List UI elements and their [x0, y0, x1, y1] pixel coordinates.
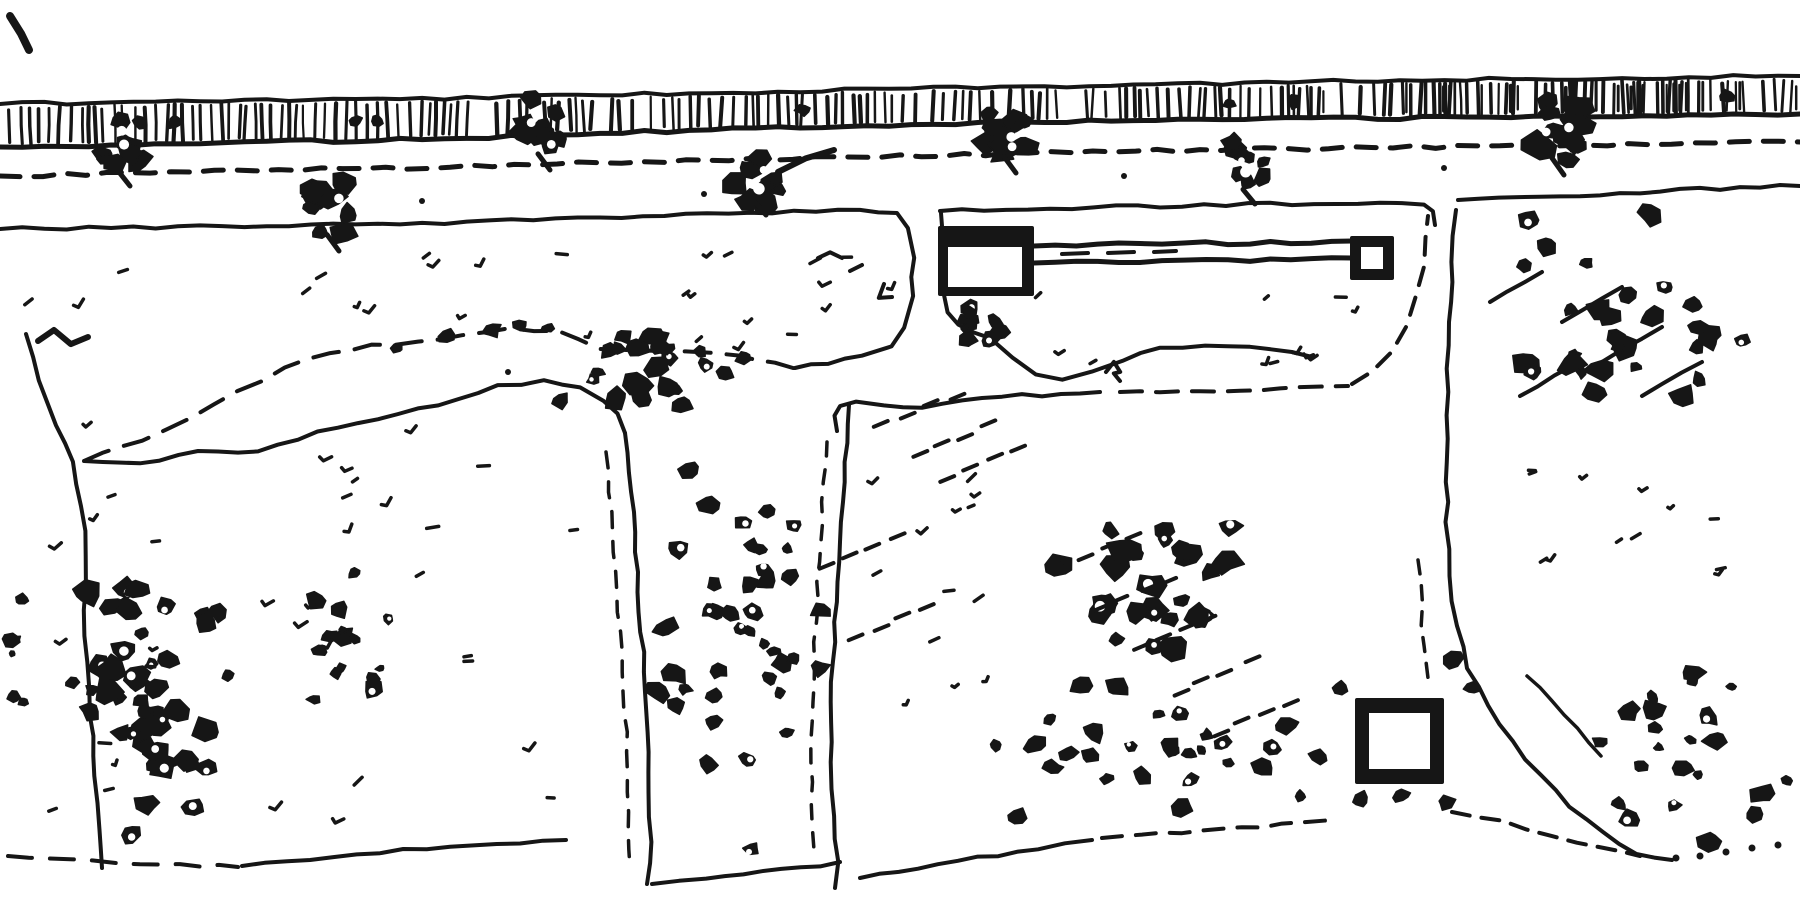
strip-head-thicket — [551, 327, 735, 414]
road-tree-1 — [91, 111, 154, 189]
roadside-small-marks — [419, 165, 1447, 375]
center-parcel-south-boundary — [858, 838, 1094, 880]
hedge-row-top-line — [0, 73, 1800, 107]
road-tree-3 — [508, 90, 567, 173]
right-parcel-west-dashes — [1416, 558, 1430, 680]
upper-field-south-dashed-boundary — [82, 326, 795, 463]
right-parcel-north-thicket — [1512, 203, 1751, 408]
center-parcel-north-dashes — [1118, 384, 1350, 395]
road-tree-6 — [1220, 131, 1271, 207]
left-parcel-north-boundary — [82, 378, 627, 466]
left-parcel-snake-mark — [35, 327, 91, 348]
center-parcel-west-scatter — [866, 471, 990, 707]
wall-end-outbuilding — [1350, 236, 1394, 280]
outbuilding-surroundings — [1294, 650, 1480, 812]
road-tree-7 — [1520, 91, 1597, 178]
farmstead-building — [938, 226, 1034, 296]
hedgerow-strip-west-line — [623, 431, 654, 886]
left-thicket-dense — [65, 575, 235, 845]
road-tree-5 — [970, 106, 1040, 176]
boundary-wall-inner-dashes — [1060, 249, 1178, 256]
center-parcel-north-boundary — [832, 390, 1102, 433]
bottom-boundary-center-line — [650, 860, 842, 886]
bottom-boundary-west-line — [240, 838, 568, 868]
bottom-right-inner-curve — [1525, 674, 1603, 758]
roadside-dashed-path — [0, 138, 1800, 180]
road-tree-4 — [722, 149, 787, 218]
farm-parcel-south-boundary — [988, 336, 1314, 382]
bottom-boundary-west-dashes — [6, 854, 240, 869]
field-edge-west-segment — [0, 207, 917, 370]
center-parcel-south-cluster — [989, 709, 1300, 825]
center-parcel-south-dashes — [1100, 818, 1334, 840]
left-thicket-secondary — [305, 566, 394, 705]
hedgerow-strip-east-dashes — [809, 440, 829, 852]
southeast-outbuilding — [1355, 698, 1444, 784]
boundary-wall-south-line — [1031, 255, 1355, 266]
boundary-wall-north-line — [1031, 238, 1355, 249]
hedgerow-strip-west-dashes — [604, 450, 632, 870]
right-parcel-south-cluster — [1591, 664, 1794, 853]
farm-tree-clump — [956, 298, 1012, 348]
hedgerow-strip-east-line — [828, 403, 851, 890]
bottom-right-dotted-edge — [1672, 841, 1782, 862]
road-tree-2 — [299, 171, 359, 254]
bottom-boundary-east-dashes — [1450, 810, 1642, 858]
tree-branch-mark — [775, 147, 837, 175]
center-parcel-northeast-dashed-curve — [1350, 214, 1430, 386]
left-thicket-edge — [1, 592, 30, 707]
upper-field-scatter — [23, 250, 897, 352]
center-parcel-diagonal-tufts — [817, 391, 1300, 739]
farm-parcel-scatter — [1033, 290, 1360, 367]
hedgerow-strip-vegetation — [643, 461, 832, 856]
center-thicket — [1044, 520, 1246, 721]
hedge-row-bottom-line — [0, 111, 1800, 150]
left-parcel-scatter — [47, 420, 580, 825]
right-parcel-mid-scatter — [1526, 468, 1727, 577]
right-parcel-north-boundary — [1456, 183, 1800, 202]
top-left-corner-mark — [6, 12, 33, 54]
right-parcel-west-boundary — [1443, 208, 1674, 862]
farm-parcel-north-boundary — [938, 200, 1437, 227]
